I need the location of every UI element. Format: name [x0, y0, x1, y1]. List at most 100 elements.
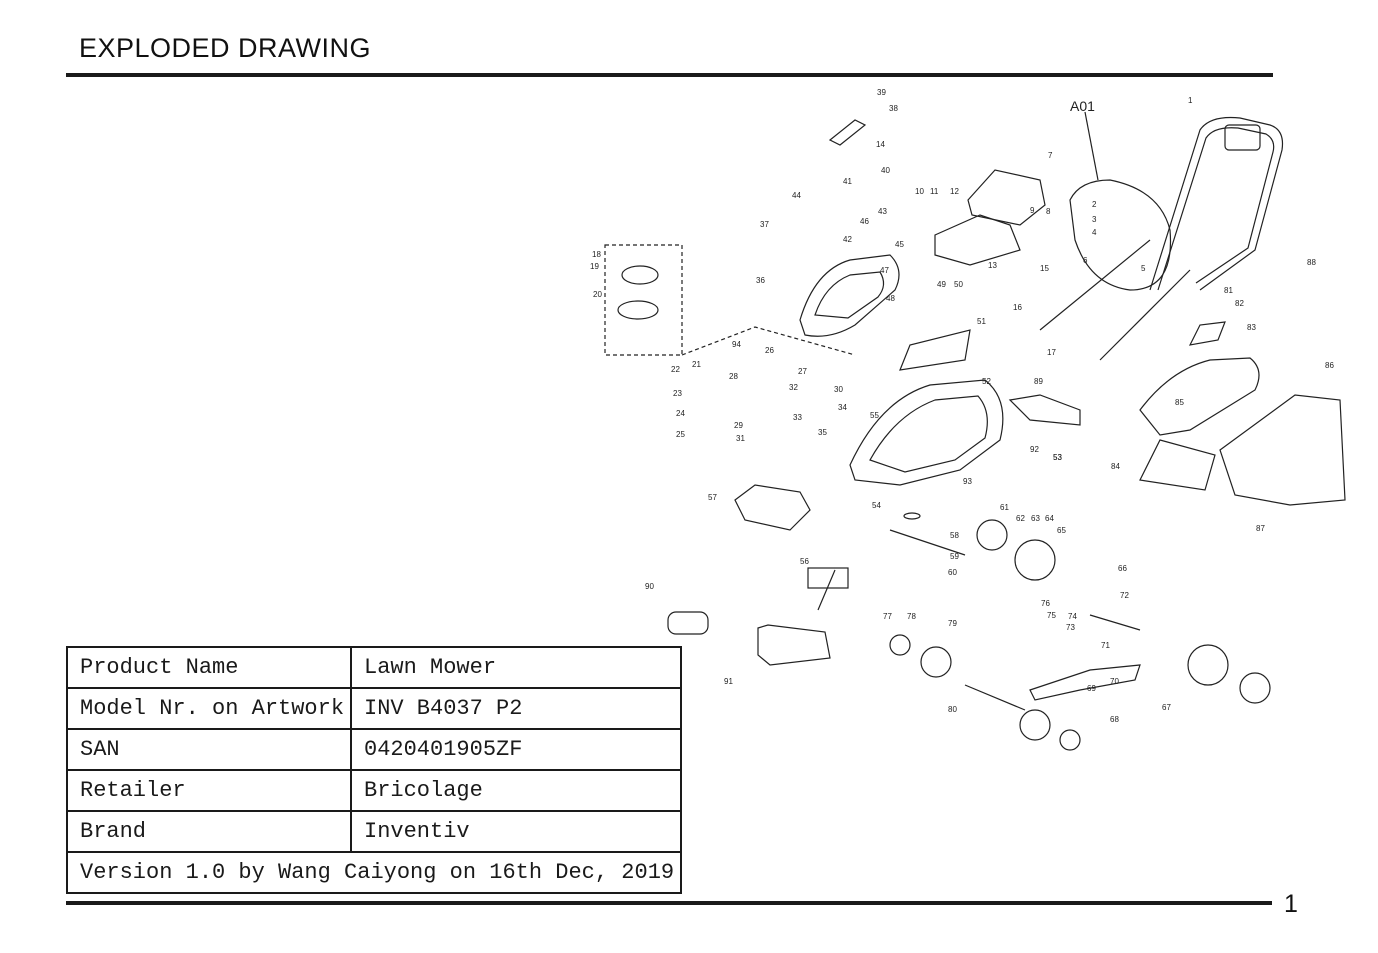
- part-number-label: 90: [645, 582, 654, 591]
- part-number-label: 14: [876, 140, 885, 149]
- part-number-label: 87: [1256, 524, 1265, 533]
- part-number-label: 64: [1045, 514, 1054, 523]
- part-number-label: 53: [1053, 453, 1062, 462]
- part-number-label: 36: [756, 276, 765, 285]
- footer-rule: [66, 901, 1272, 905]
- part-number-label: 16: [1013, 303, 1022, 312]
- table-row: Version 1.0 by Wang Caiyong on 16th Dec,…: [66, 851, 682, 894]
- part-number-label: 52: [982, 377, 991, 386]
- part-number-label: 46: [860, 217, 869, 226]
- part-number-label: 57: [708, 493, 717, 502]
- part-number-label: 53: [1053, 453, 1062, 462]
- part-number-label: 86: [1325, 361, 1334, 370]
- part-number-label: 37: [760, 220, 769, 229]
- part-number-label: 6: [1083, 256, 1088, 265]
- part-number-label: 22: [671, 365, 680, 374]
- part-number-label: 54: [872, 501, 881, 510]
- part-number-label: 78: [907, 612, 916, 621]
- part-number-label: 56: [800, 557, 809, 566]
- part-number-label: 19: [590, 262, 599, 271]
- part-number-label: 72: [1120, 591, 1129, 600]
- part-number-label: 28: [729, 372, 738, 381]
- part-number-label: 65: [1057, 526, 1066, 535]
- part-number-label: 31: [736, 434, 745, 443]
- part-number-label: 74: [1068, 612, 1077, 621]
- label-model-nr: Model Nr. on Artwork: [66, 687, 352, 730]
- part-number-label: 5: [1141, 264, 1146, 273]
- part-number-label: 39: [877, 88, 886, 97]
- part-number-label: 67: [1162, 703, 1171, 712]
- part-number-label: 1: [1188, 96, 1193, 105]
- part-number-label: 10: [915, 187, 924, 196]
- part-number-label: 23: [673, 389, 682, 398]
- page-title: EXPLODED DRAWING: [79, 33, 372, 63]
- part-number-label: 69: [1087, 684, 1096, 693]
- part-number-label: 38: [889, 104, 898, 113]
- table-row: Retailer Bricolage: [66, 769, 682, 812]
- part-number-label: 32: [789, 383, 798, 392]
- part-number-label: 43: [878, 207, 887, 216]
- part-number-label: 48: [886, 294, 895, 303]
- part-number-label: 11: [930, 187, 939, 196]
- part-number-label: 35: [818, 428, 827, 437]
- part-number-label: 34: [838, 403, 847, 412]
- part-number-label: 83: [1247, 323, 1256, 332]
- part-number-label: 91: [724, 677, 733, 686]
- part-number-label: 44: [792, 191, 801, 200]
- header-rule: [66, 73, 1273, 77]
- part-number-label: 60: [948, 568, 957, 577]
- table-row: Model Nr. on Artwork INV B4037 P2: [66, 687, 682, 730]
- part-number-label: 63: [1031, 514, 1040, 523]
- part-number-label: 29: [734, 421, 743, 430]
- label-retailer: Retailer: [66, 769, 352, 812]
- exploded-drawing: A01 1 2 3 4 5 6 7 8 9 10 11 12 13 14 15 …: [590, 88, 1346, 751]
- table-row: SAN 0420401905ZF: [66, 728, 682, 771]
- part-number-label: 70: [1110, 677, 1119, 686]
- product-info-table: Product Name Lawn Mower Model Nr. on Art…: [66, 646, 682, 894]
- part-number-label: 26: [765, 346, 774, 355]
- value-product-name: Lawn Mower: [350, 646, 682, 689]
- part-number-label: 73: [1066, 623, 1075, 632]
- part-number-label: 77: [883, 612, 892, 621]
- part-number-label: 13: [988, 261, 997, 270]
- part-number-label: 93: [963, 477, 972, 486]
- label-brand: Brand: [66, 810, 352, 853]
- part-number-label: 80: [948, 705, 957, 714]
- part-number-label: 30: [834, 385, 843, 394]
- version-footer: Version 1.0 by Wang Caiyong on 16th Dec,…: [66, 851, 682, 894]
- table-row: Brand Inventiv: [66, 810, 682, 853]
- table-row: Product Name Lawn Mower: [66, 646, 682, 689]
- part-number-label: 75: [1047, 611, 1056, 620]
- part-number-label: 47: [880, 266, 889, 275]
- part-number-label: 15: [1040, 264, 1049, 273]
- part-number-label: 89: [1034, 377, 1043, 386]
- part-number-label: 94: [732, 340, 741, 349]
- part-number-label: 20: [593, 290, 602, 299]
- part-number-label: 59: [950, 552, 959, 561]
- part-number-label: 58: [950, 531, 959, 540]
- part-number-label: 61: [1000, 503, 1009, 512]
- part-number-label: 81: [1224, 286, 1233, 295]
- part-number-label: 66: [1118, 564, 1127, 573]
- label-san: SAN: [66, 728, 352, 771]
- part-number-label: 55: [870, 411, 879, 420]
- value-brand: Inventiv: [350, 810, 682, 853]
- part-number-label: 42: [843, 235, 852, 244]
- part-number-label: 62: [1016, 514, 1025, 523]
- part-number-label: 4: [1092, 228, 1097, 237]
- part-number-label: 82: [1235, 299, 1244, 308]
- part-number-label: 17: [1047, 348, 1056, 357]
- part-number-label: 76: [1041, 599, 1050, 608]
- part-number-label: 3: [1092, 215, 1097, 224]
- part-number-label: 24: [676, 409, 685, 418]
- part-number-label: 85: [1175, 398, 1184, 407]
- value-retailer: Bricolage: [350, 769, 682, 812]
- page-number: 1: [1284, 890, 1298, 918]
- part-number-label: 45: [895, 240, 904, 249]
- part-number-label: 79: [948, 619, 957, 628]
- part-number-label: 7: [1048, 151, 1053, 160]
- part-number-label: 40: [881, 166, 890, 175]
- part-number-label: 8: [1046, 207, 1051, 216]
- value-san: 0420401905ZF: [350, 728, 682, 771]
- part-number-label: 84: [1111, 462, 1120, 471]
